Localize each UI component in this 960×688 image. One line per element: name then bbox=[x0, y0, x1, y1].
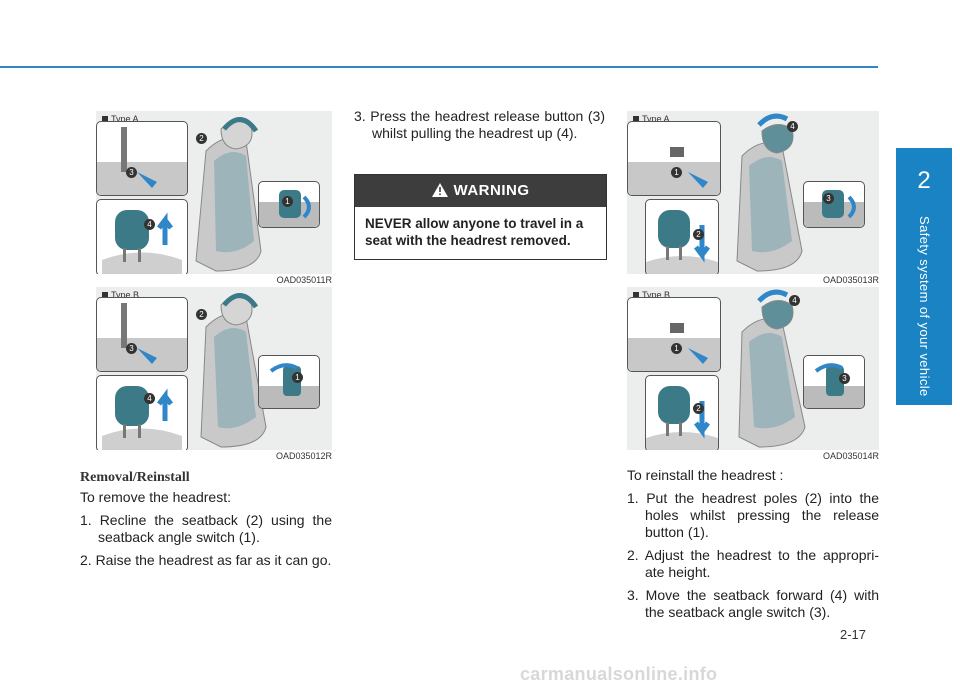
headrest-illustration bbox=[646, 210, 718, 274]
callout-badge: 2 bbox=[693, 229, 704, 240]
callout-badge: 2 bbox=[693, 403, 704, 414]
chapter-title: Safety system of your vehicle bbox=[917, 216, 932, 397]
inset-headrest bbox=[96, 199, 188, 274]
side-tab-gap bbox=[896, 0, 952, 148]
callout-badge: 2 bbox=[196, 309, 207, 320]
inset-headrest-pole bbox=[627, 121, 721, 196]
callout-badge: 4 bbox=[787, 121, 798, 132]
top-rule bbox=[0, 66, 878, 68]
inset-headrest bbox=[645, 199, 719, 274]
figure-type-label: Type B bbox=[633, 290, 670, 300]
right-column-text: To reinstall the headrest : 1. Put the h… bbox=[627, 467, 879, 627]
middle-column-text: 3. Press the headrest release button (3)… bbox=[354, 108, 605, 148]
figure-type-label: Type B bbox=[102, 290, 139, 300]
page-number: 2-17 bbox=[840, 627, 867, 642]
figure-type-a-reinstall: Type A 4 1 2 3 bbox=[627, 111, 879, 274]
list-item: 1. Recline the seatback (2) using the se… bbox=[80, 512, 332, 545]
inset-switch bbox=[803, 355, 865, 409]
inset-headrest-pole bbox=[96, 297, 188, 372]
inset-switch bbox=[258, 355, 320, 409]
callout-badge: 4 bbox=[789, 295, 800, 306]
list-item: 2. Adjust the headrest to the appropri-a… bbox=[627, 547, 879, 580]
intro-text: To reinstall the headrest : bbox=[627, 467, 784, 483]
watermark-text: carmanualsonline.info bbox=[520, 664, 718, 684]
figure-type-label: Type A bbox=[102, 114, 139, 124]
seat-illustration bbox=[200, 293, 267, 448]
headrest-illustration bbox=[102, 210, 182, 274]
inset-headrest bbox=[96, 375, 188, 450]
warning-icon bbox=[431, 183, 448, 197]
list-item: 3. Press the headrest release button (3)… bbox=[354, 108, 605, 141]
switch-illustration bbox=[804, 363, 864, 408]
pole-illustration bbox=[97, 303, 187, 371]
figure-code: OAD035011R bbox=[276, 275, 332, 285]
figure-code: OAD035013R bbox=[822, 275, 879, 285]
headrest-illustration bbox=[102, 386, 182, 450]
callout-badge: 3 bbox=[126, 167, 137, 178]
figure-code: OAD035014R bbox=[822, 451, 879, 461]
inset-headrest-pole bbox=[627, 297, 721, 372]
switch-illustration bbox=[804, 190, 864, 227]
callout-badge: 3 bbox=[823, 193, 834, 204]
callout-badge: 1 bbox=[292, 372, 303, 383]
inset-headrest bbox=[645, 375, 719, 450]
intro-text: To remove the headrest: bbox=[80, 489, 231, 505]
pole-illustration bbox=[628, 323, 720, 371]
callout-badge: 1 bbox=[671, 343, 682, 354]
figure-type-label: Type A bbox=[633, 114, 670, 124]
warning-body: NEVER allow anyone to travel in a seat w… bbox=[365, 216, 584, 248]
list-item: 2. Raise the headrest as far as it can g… bbox=[80, 552, 332, 568]
chapter-number: 2 bbox=[896, 158, 952, 204]
warning-title-bar: WARNING bbox=[355, 175, 606, 207]
figure-code: OAD035012R bbox=[275, 451, 332, 461]
figure-type-a-removal: Type A 2 3 4 1 bbox=[96, 111, 332, 274]
pole-illustration bbox=[628, 147, 720, 195]
warning-box: WARNING NEVER allow anyone to travel in … bbox=[354, 174, 607, 260]
pole-illustration bbox=[97, 127, 187, 195]
callout-badge: 3 bbox=[839, 373, 850, 384]
seat-illustration bbox=[738, 289, 806, 448]
left-column-text: To remove the headrest: 1. Recline the s… bbox=[80, 489, 332, 575]
callout-badge: 2 bbox=[196, 133, 207, 144]
callout-badge: 4 bbox=[144, 219, 155, 230]
section-heading: Removal/Reinstall bbox=[80, 470, 190, 485]
figure-type-b-reinstall: Type B 4 1 2 3 bbox=[627, 287, 879, 450]
callout-badge: 3 bbox=[126, 343, 137, 354]
callout-badge: 1 bbox=[671, 167, 682, 178]
callout-badge: 4 bbox=[144, 393, 155, 404]
inset-headrest-pole bbox=[96, 121, 188, 196]
inset-switch bbox=[803, 181, 865, 228]
warning-title: WARNING bbox=[453, 182, 530, 199]
switch-illustration bbox=[259, 363, 319, 408]
list-item: 1. Put the headrest poles (2) into the h… bbox=[627, 490, 879, 540]
headrest-illustration bbox=[646, 386, 718, 450]
seat-illustration bbox=[736, 113, 803, 272]
figure-type-b-removal: Type B 2 3 4 1 bbox=[96, 287, 332, 450]
seat-illustration bbox=[195, 117, 262, 272]
list-item: 3. Move the seatback forward (4) with th… bbox=[627, 587, 879, 620]
callout-badge: 1 bbox=[282, 196, 293, 207]
